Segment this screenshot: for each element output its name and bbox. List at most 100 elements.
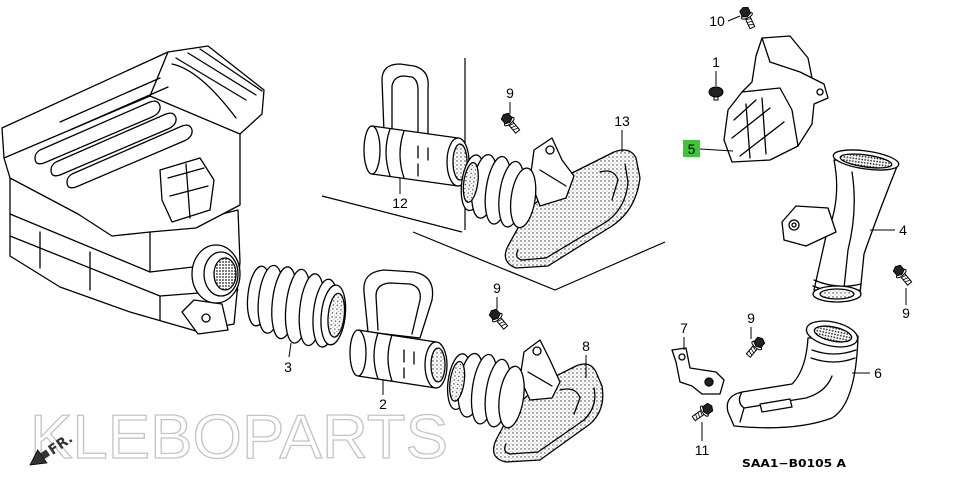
intake-tube-2-shape (375, 282, 421, 335)
intake-boot-3-shape (327, 292, 346, 338)
cover-5-shape (761, 37, 813, 79)
resonator-13-shape-shape (462, 161, 479, 203)
callout-13[interactable]: 13 (614, 113, 630, 152)
callout-11[interactable]: 11 (695, 422, 710, 458)
resonator-13-shape (599, 170, 619, 201)
callout-label: 12 (392, 195, 408, 211)
resonator-13-shape (516, 163, 629, 261)
callout-12[interactable]: 12 (392, 178, 408, 211)
callout-label: 9 (493, 280, 501, 296)
diagram-code: SAA1−B0105 A (742, 457, 847, 470)
air-cleaner-housing-shape (66, 124, 193, 189)
bolt-9-right-shape (890, 262, 915, 288)
duct-6-shape (726, 335, 859, 429)
callout-highlight (683, 140, 700, 157)
duct-6 (726, 320, 859, 429)
resonator-8-shape-shape (449, 360, 466, 402)
resonator-8-shape (504, 387, 596, 455)
resonator-8-shape (532, 346, 542, 356)
air-cleaner-housing-shape (201, 313, 211, 323)
resonator-13 (460, 137, 641, 269)
callout-9-right[interactable]: 9 (902, 288, 910, 321)
intake-tube-12-shape (363, 125, 381, 175)
air-cleaner-housing-shape (213, 257, 237, 291)
resonator-13-shape (504, 149, 641, 269)
intake-tube-12 (363, 63, 470, 187)
bolt-9-middle-shape (486, 306, 511, 332)
duct-6-shape (759, 398, 793, 413)
intake-tube-4-shape (781, 205, 837, 247)
intake-tube-12-shape (417, 145, 429, 177)
arrow-shaft (40, 449, 51, 460)
callout-label: 6 (874, 365, 882, 381)
callout-9-upper[interactable]: 9 (506, 85, 514, 114)
air-cleaner-housing-shape (159, 157, 215, 223)
duct-6-shape (813, 325, 853, 343)
resonator-13-shape (539, 169, 567, 187)
air-cleaner-housing-shape (167, 163, 209, 219)
resonator-8-shape (559, 388, 581, 415)
cover-5 (723, 35, 829, 163)
callout-3[interactable]: 3 (284, 342, 292, 375)
resonator-13-shape-shape (509, 167, 537, 229)
callout-label: 10 (709, 13, 725, 29)
bolt-10 (737, 4, 759, 31)
bracket-7 (671, 347, 725, 395)
air-cleaner-housing-shape (39, 231, 91, 291)
intake-tube-2-shape (430, 347, 446, 383)
air-cleaner-housing-shape (50, 112, 177, 177)
bracket-7-shape (678, 353, 686, 361)
air-cleaner-housing-shape (149, 231, 161, 321)
resonator-8-shape (527, 371, 553, 387)
callout-label: 11 (695, 442, 710, 458)
callout-label: 8 (582, 338, 590, 354)
callout-9-middle[interactable]: 9 (493, 280, 501, 309)
callout-label: 9 (506, 85, 514, 101)
bolt-9-right (890, 262, 915, 288)
resonator-13-shape (545, 145, 555, 155)
callout-label: 13 (614, 113, 630, 129)
duct-6-shape (810, 349, 857, 363)
callout-2[interactable]: 2 (379, 380, 387, 412)
air-cleaner-housing-shape (59, 77, 169, 131)
leader-line (699, 148, 734, 152)
leader-line (727, 15, 741, 22)
callout-7[interactable]: 7 (680, 320, 688, 350)
bolt-11-shape (689, 400, 716, 425)
callout-label: 2 (379, 396, 387, 412)
intake-tube-4-shape (819, 288, 855, 300)
callout-1[interactable]: 1 (712, 54, 720, 86)
resonator-8 (446, 339, 604, 463)
callout-10[interactable]: 10 (709, 13, 741, 29)
cover-5-shape (723, 35, 829, 163)
callout-8[interactable]: 8 (582, 338, 590, 378)
intake-tube-12-shape (385, 128, 405, 179)
bolt-9-middle (486, 306, 511, 332)
bolt-9-lower-shape (743, 334, 768, 360)
intake-tube-2 (349, 269, 448, 389)
air-cleaner-housing (1, 45, 265, 335)
intake-tube-12-shape (381, 63, 429, 137)
air-cleaner-housing-shape (149, 51, 169, 97)
callout-9-lower[interactable]: 9 (747, 310, 755, 339)
resonator-8-shape (492, 363, 604, 463)
bolt-9-upper-shape (498, 110, 523, 136)
group-frame-lines-shape (321, 195, 463, 233)
callout-label: 7 (680, 320, 688, 336)
intake-tube-2-shape (363, 269, 434, 339)
intake-tube-4-shape (843, 171, 855, 289)
resonator-8-shape (446, 352, 525, 429)
intake-tube-2-shape (357, 329, 437, 389)
callout-6[interactable]: 6 (852, 365, 882, 381)
resonator-8-shape-shape (498, 365, 525, 429)
bolt-9-upper (498, 110, 523, 136)
intake-boot-3 (246, 264, 347, 348)
cover-5-shape (816, 88, 824, 96)
callout-4[interactable]: 4 (870, 222, 907, 238)
resonator-13-shape (460, 153, 537, 229)
arrow-head-icon (29, 449, 48, 466)
cover-5-shape (741, 87, 799, 147)
callout-5[interactable]: 5 (683, 140, 734, 157)
duct-6-shape (739, 407, 745, 423)
